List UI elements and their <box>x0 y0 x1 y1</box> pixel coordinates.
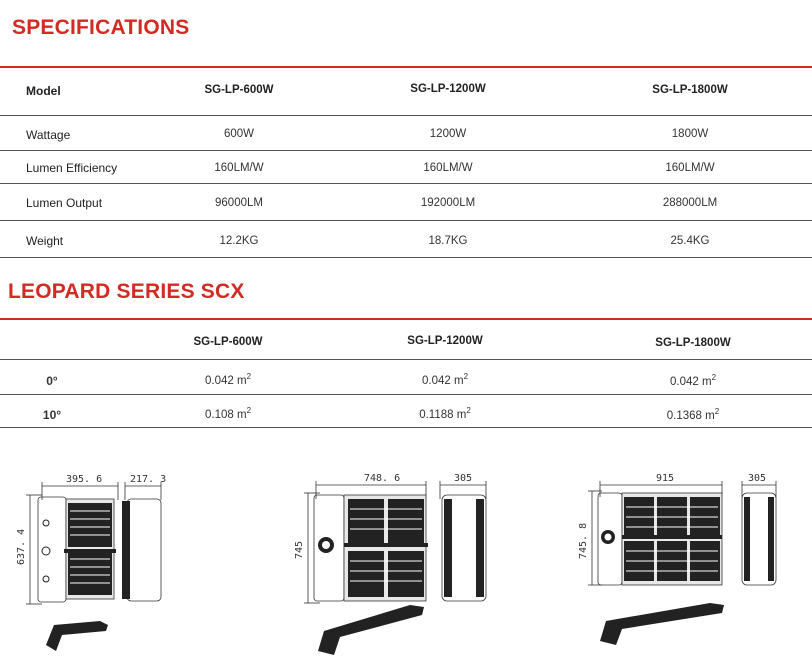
spec-model-1: SG-LP-600W <box>204 84 274 96</box>
width-dimension: 915 <box>656 473 674 484</box>
series-cell: 0.1188 m2 <box>419 406 471 421</box>
series-model-3: SG-LP-1800W <box>655 337 731 349</box>
spec-cell: 288000LM <box>662 197 718 209</box>
spec-divider <box>0 220 812 221</box>
spec-row-label: Lumen Efficiency <box>26 161 118 175</box>
spec-divider <box>0 183 812 184</box>
spec-cell: 600W <box>223 128 255 140</box>
spec-cell: 25.4KG <box>670 235 710 247</box>
series-angle: 0° <box>46 374 58 388</box>
height-dimension: 637. 4 <box>16 529 27 565</box>
spec-cell: 192000LM <box>420 197 476 209</box>
spec-bottom-rule <box>0 257 812 258</box>
series-model-2: SG-LP-1200W <box>407 335 483 347</box>
spec-model-label: Model <box>26 84 61 98</box>
depth-dimension: 217. 3 <box>130 474 166 485</box>
spec-cell: 12.2KG <box>219 235 259 247</box>
spec-row-label: Wattage <box>26 128 71 142</box>
series-divider <box>0 359 812 360</box>
dimension-drawing-1200w: 748. 6 305 745 <box>294 473 487 655</box>
spec-cell: 1800W <box>671 128 709 140</box>
width-dimension: 748. 6 <box>364 473 400 484</box>
series-divider <box>0 394 812 395</box>
series-cell: 0.108 m2 <box>204 406 252 421</box>
series-cell: 0.042 m2 <box>204 372 252 387</box>
series-model-1: SG-LP-600W <box>193 336 263 348</box>
depth-dimension: 305 <box>454 473 472 484</box>
series-cell: 0.042 m2 <box>421 372 469 387</box>
spec-cell: 96000LM <box>215 197 263 209</box>
spec-cell: 160LM/W <box>423 162 473 174</box>
spec-cell: 1200W <box>429 128 467 140</box>
spec-top-rule <box>0 66 812 68</box>
height-dimension: 745 <box>294 541 305 559</box>
spec-cell: 18.7KG <box>428 235 468 247</box>
series-cell: 0.1368 m2 <box>666 407 720 422</box>
spec-divider <box>0 150 812 151</box>
series-angle: 10° <box>42 408 62 422</box>
spec-model-2: SG-LP-1200W <box>410 83 486 95</box>
dimension-drawing-1800w: 915 305 745. 8 <box>578 473 777 645</box>
height-dimension: 745. 8 <box>578 523 589 559</box>
spec-row-label: Lumen Output <box>26 196 103 210</box>
spec-cell: 160LM/W <box>214 162 264 174</box>
dimension-drawing-600w: 395. 6 217. 3 637. 4 <box>16 474 166 651</box>
spec-divider <box>0 115 812 116</box>
depth-dimension: 305 <box>748 473 766 484</box>
specifications-title: SPECIFICATIONS <box>12 16 190 39</box>
series-bottom-rule <box>0 427 812 428</box>
series-title: LEOPARD SERIES SCX <box>8 280 245 303</box>
spec-model-3: SG-LP-1800W <box>652 84 728 96</box>
width-dimension: 395. 6 <box>66 474 102 485</box>
series-cell: 0.042 m2 <box>669 373 717 388</box>
spec-row-label: Weight <box>26 234 64 248</box>
spec-cell: 160LM/W <box>665 162 715 174</box>
series-top-rule <box>0 318 812 320</box>
